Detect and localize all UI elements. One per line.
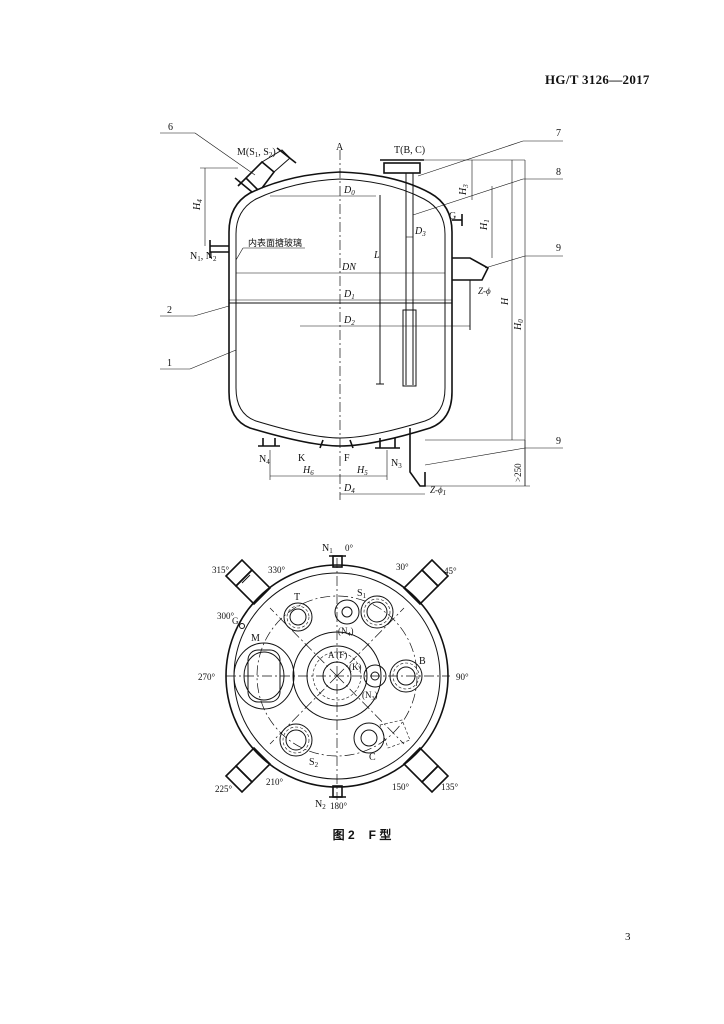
page-number: 3 — [625, 931, 631, 943]
support-lug-45 — [402, 558, 450, 606]
figure-caption: 图 2 F 型 — [0, 826, 724, 843]
plan-label-N2: N2 — [315, 799, 326, 811]
label-Z-phi: Z-ϕ — [478, 286, 491, 296]
vessel-outer-shell — [228, 303, 453, 447]
support-lug-135 — [402, 746, 450, 794]
plan-label-N3: (N3) — [362, 690, 378, 702]
vessel-upper-body — [228, 171, 453, 303]
label-Z-phi1: Z-ϕ1 — [430, 485, 446, 497]
nozzle-M — [234, 147, 297, 193]
dim-H6: H6 — [302, 465, 314, 477]
plan-view: 0° 30° 45° 90° 135° 150° 180° 210° 225° … — [198, 543, 469, 811]
dim-H: H — [500, 297, 511, 306]
figure-number: 图 2 — [332, 828, 355, 842]
angle-270: 270° — [198, 672, 216, 682]
dim-H5: H5 — [356, 465, 368, 477]
label-T: T(B, C) — [394, 145, 425, 156]
plan-label-N1: N1 — [322, 543, 333, 555]
dim-H4: H4 — [192, 199, 204, 211]
plan-label-N4: (N4) — [338, 626, 354, 638]
angle-315: 315° — [212, 565, 230, 575]
dim-D0: D0 — [343, 185, 355, 197]
support-lug — [452, 257, 490, 330]
dim-min-250: >250 — [513, 463, 523, 482]
label-A: A — [336, 142, 344, 153]
nozzle-N1-N2 — [209, 240, 229, 258]
label-M: M(S1, S2) — [237, 147, 276, 159]
plan-outer-ring — [225, 564, 449, 788]
angle-45: 45° — [444, 566, 457, 576]
standard-code: HG/T 3126—2017 — [545, 72, 650, 87]
plan-label-S1: S1 — [357, 588, 367, 600]
angle-30: 30° — [396, 562, 409, 572]
callout-1: 1 — [167, 358, 172, 369]
label-N4: N4 — [259, 454, 270, 466]
label-F: F — [344, 453, 350, 464]
callout-9-upper: 9 — [556, 243, 561, 254]
callout-2: 2 — [167, 305, 172, 316]
angle-330: 330° — [268, 565, 286, 575]
dim-D1: D1 — [343, 289, 355, 301]
angle-210: 210° — [266, 777, 284, 787]
angle-0: 0° — [345, 543, 354, 553]
callout-8: 8 — [556, 167, 561, 178]
label-N3: N3 — [391, 458, 402, 470]
angle-90: 90° — [456, 672, 469, 682]
plan-label-G: G — [232, 616, 239, 626]
plan-label-C: C — [369, 752, 376, 763]
callout-9-lower: 9 — [556, 436, 561, 447]
callout-7: 7 — [556, 128, 561, 139]
vessel-inner-shell — [235, 303, 446, 439]
angle-135: 135° — [441, 782, 459, 792]
plan-label-K: (K) — [349, 662, 362, 672]
plan-label-B: B — [419, 656, 426, 667]
dim-D2: D2 — [343, 315, 355, 327]
plan-label-T: T — [294, 592, 300, 603]
label-glass-lined: 内表面搪玻璃 — [248, 237, 302, 249]
label-G: G — [449, 211, 456, 222]
dim-D3: D3 — [414, 226, 426, 238]
support-lug-315 — [224, 558, 272, 606]
plan-label-A-F: A (F) — [328, 650, 347, 660]
figure-type: F 型 — [368, 828, 392, 842]
callout-6: 6 — [168, 122, 173, 133]
angle-150: 150° — [392, 782, 410, 792]
nozzle-T — [380, 159, 424, 387]
angle-225: 225° — [215, 784, 233, 794]
dim-D4: D4 — [343, 483, 355, 495]
dim-H3: H3 — [458, 184, 470, 196]
dim-H0: H0 — [513, 319, 525, 331]
dim-H1: H1 — [479, 219, 491, 231]
dim-DN: DN — [341, 262, 357, 273]
angle-300: 300° — [217, 611, 235, 621]
label-K: K — [298, 453, 306, 464]
angle-180: 180° — [330, 801, 348, 811]
plan-label-S2: S2 — [309, 757, 319, 769]
support-lug-225 — [224, 746, 272, 794]
dimension-lines — [200, 159, 530, 495]
elevation-view: 6 7 8 9 2 1 9 M(S1, S2) A T(B, C) G N1, … — [160, 122, 563, 500]
dim-L: L — [373, 250, 380, 261]
plan-label-M: M — [251, 633, 260, 644]
label-N1-N2: N1, N2 — [190, 251, 217, 263]
leader-lines — [160, 132, 563, 466]
bottom-nozzles — [258, 428, 426, 487]
